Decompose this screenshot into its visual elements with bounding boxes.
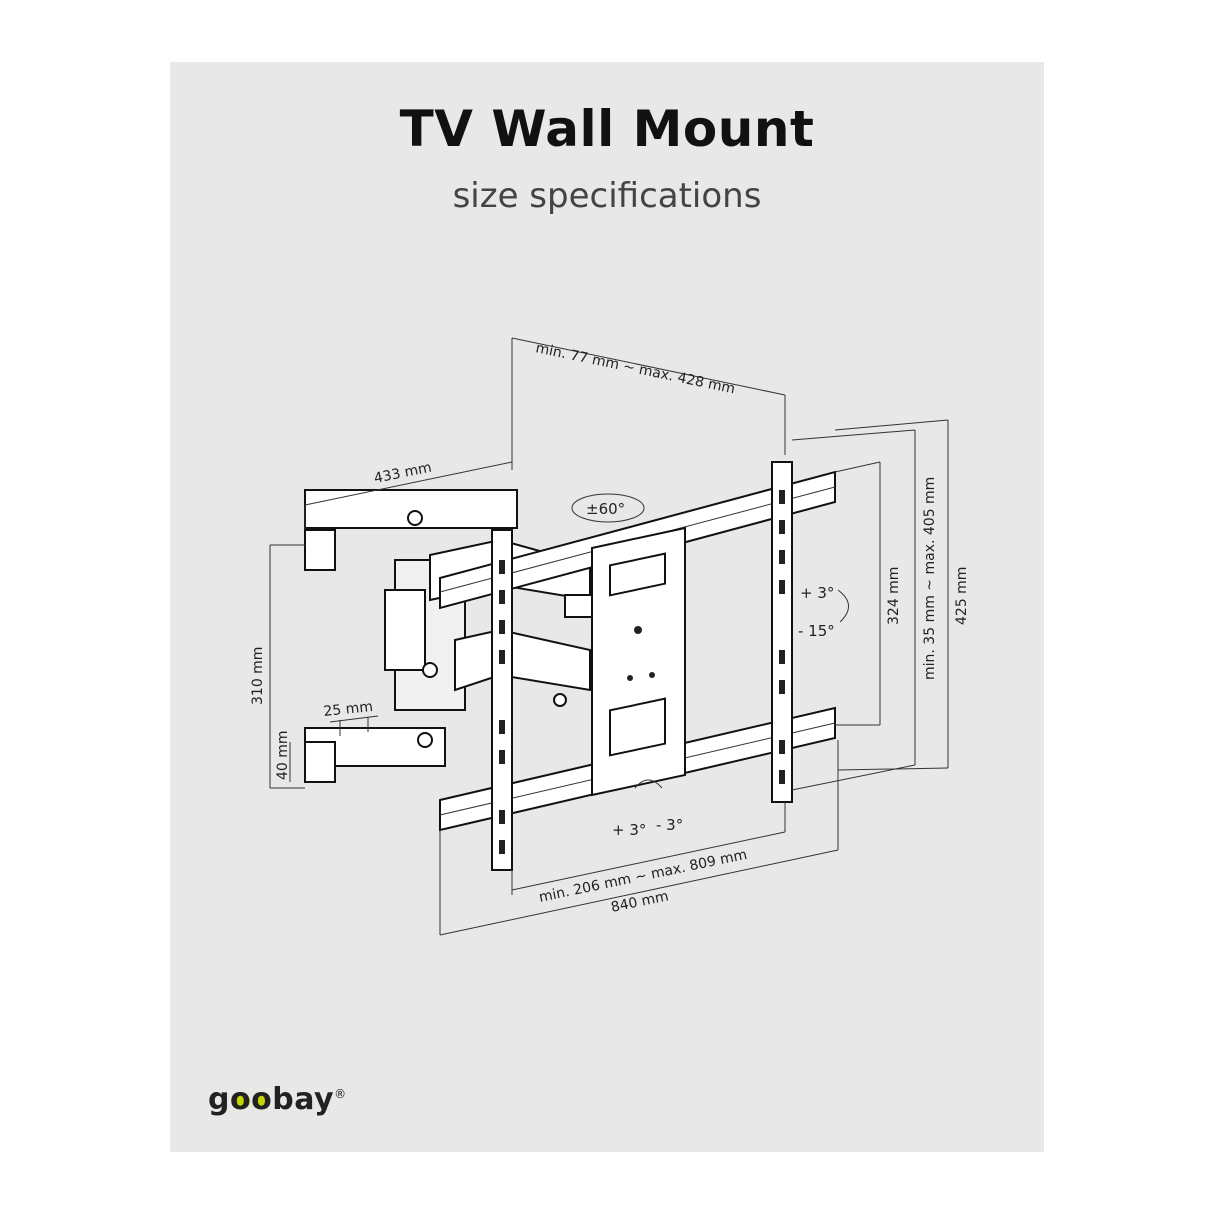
label-wall-distance: min. 77 mm ~ max. 428 mm	[534, 340, 736, 397]
brand-logo: goobay®	[208, 1082, 347, 1117]
vesa-arm-right	[771, 461, 793, 803]
brand-name-pre: g	[208, 1082, 230, 1117]
page-subtitle: size specifications	[452, 176, 762, 216]
label-level-right: - 3°	[656, 816, 683, 834]
arm-hinge	[564, 594, 596, 618]
label-bottom-offset: 40 mm	[275, 730, 291, 780]
angle-arrows	[571, 493, 849, 789]
label-vesa-vertical: min. 35 mm ~ max. 405 mm	[922, 477, 938, 680]
vesa-arm-left	[491, 529, 513, 871]
arm-pivot	[553, 693, 567, 707]
center-hole	[634, 626, 642, 634]
arm-pivot	[422, 662, 438, 678]
center-plate	[591, 526, 686, 797]
brand-name-oo: oo	[229, 1082, 273, 1117]
rotation-arrow	[571, 493, 645, 523]
dimension-lines	[269, 337, 949, 936]
label-total-height: 425 mm	[954, 567, 970, 625]
label-rail-height: 324 mm	[886, 567, 902, 625]
page-title: TV Wall Mount	[399, 100, 815, 158]
wall-plate	[304, 489, 518, 783]
label-wall-plate-width: 433 mm	[373, 460, 433, 487]
level-arrow	[634, 779, 663, 789]
wall-plate-bolt	[407, 510, 423, 526]
wall-plate-bottom-cap	[304, 741, 336, 783]
arm-bracket	[384, 589, 426, 671]
vesa-arms	[491, 461, 793, 871]
tilt-arrow	[837, 589, 849, 623]
center-hole	[649, 672, 655, 678]
brand-name-post: bay	[272, 1082, 335, 1117]
label-tilt-up: + 3°	[800, 584, 834, 602]
label-level-left: + 3°	[612, 821, 646, 839]
center-slot	[609, 697, 666, 757]
label-rotation: ±60°	[586, 500, 625, 518]
center-hole	[627, 675, 633, 681]
center-slot	[609, 552, 666, 597]
label-arm-offset: 25 mm	[323, 699, 374, 720]
vesa-arm-left-holes	[499, 560, 505, 854]
wall-plate-bolt	[417, 732, 433, 748]
arm-lower	[454, 628, 591, 692]
wall-plate-top-cap	[304, 529, 336, 571]
label-plate-height: 310 mm	[250, 647, 266, 705]
brand-registered: ®	[334, 1087, 347, 1101]
vesa-arm-right-holes	[779, 490, 785, 784]
label-tilt-down: - 15°	[798, 622, 835, 640]
